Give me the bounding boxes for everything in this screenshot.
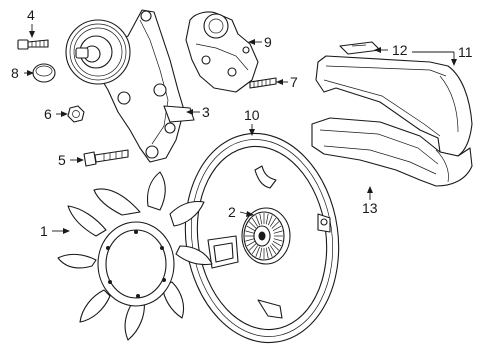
callout-6: 6 bbox=[44, 106, 52, 122]
bolt-5 bbox=[83, 149, 129, 167]
clutch-fin bbox=[268, 215, 273, 226]
clutch-fin bbox=[271, 221, 280, 229]
clutch-fin bbox=[268, 246, 273, 257]
clutch-fin bbox=[245, 230, 255, 234]
nut-6 bbox=[67, 105, 85, 123]
clip-12 bbox=[339, 41, 381, 55]
thermostat-housing bbox=[185, 11, 259, 93]
clutch-fin bbox=[246, 225, 256, 232]
callout-2: 2 bbox=[228, 204, 236, 220]
clutch-fin bbox=[255, 246, 260, 257]
callout-8: 8 bbox=[11, 65, 19, 81]
lower-fan-shroud bbox=[311, 117, 473, 187]
fan-clutch bbox=[241, 207, 291, 265]
stud-7 bbox=[249, 77, 277, 89]
callout-5: 5 bbox=[58, 152, 66, 168]
clutch-fin bbox=[269, 245, 277, 255]
callout-7: 7 bbox=[290, 74, 298, 90]
callout-10: 10 bbox=[244, 107, 260, 123]
clutch-fin bbox=[272, 240, 282, 247]
clutch-fin bbox=[265, 247, 269, 259]
clutch-fin bbox=[255, 215, 260, 226]
upper-fan-shroud bbox=[315, 55, 473, 157]
plug-8 bbox=[32, 63, 56, 83]
leader-lines bbox=[24, 24, 457, 234]
clutch-fin bbox=[273, 238, 283, 242]
clutch-fin bbox=[259, 213, 263, 225]
clutch-fin bbox=[248, 243, 257, 251]
clutch-fin bbox=[251, 217, 259, 227]
callout-11: 11 bbox=[458, 44, 473, 60]
clutch-fin bbox=[265, 213, 269, 225]
clutch-fin bbox=[271, 243, 280, 251]
callout-9: 9 bbox=[264, 34, 272, 50]
callout-3: 3 bbox=[202, 104, 210, 120]
clutch-fin bbox=[246, 240, 256, 247]
water-pump-pulley bbox=[65, 19, 131, 85]
fan-blade bbox=[57, 171, 213, 341]
callout-12: 12 bbox=[392, 42, 408, 58]
clutch-fin bbox=[272, 225, 282, 232]
callout-13: 13 bbox=[362, 200, 378, 216]
clutch-fin bbox=[269, 217, 277, 227]
callout-4: 4 bbox=[27, 7, 35, 23]
bolt-4 bbox=[17, 39, 49, 50]
callout-1: 1 bbox=[40, 223, 48, 239]
callout-labels: 1 2 3 4 5 6 7 8 9 10 11 12 13 bbox=[11, 7, 473, 239]
clutch-fin bbox=[259, 247, 263, 259]
clutch-fin bbox=[248, 221, 257, 229]
clutch-fin bbox=[245, 238, 255, 242]
clutch-fin bbox=[273, 230, 283, 234]
clutch-fin bbox=[251, 245, 259, 255]
